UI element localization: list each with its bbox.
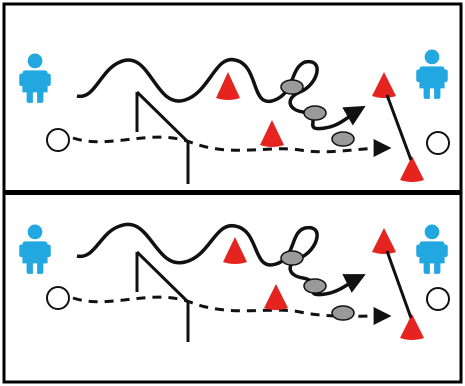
dashed-run-path — [72, 295, 392, 326]
cone-icon — [372, 72, 396, 98]
disc-marker-icon — [280, 79, 304, 95]
disc-marker-icon — [280, 250, 304, 266]
cone-icon — [400, 314, 424, 340]
ball-icon — [426, 287, 450, 311]
ball-icon — [46, 128, 70, 152]
cone-icon — [400, 156, 424, 182]
ball-icon — [46, 286, 70, 310]
hurdle-icon — [135, 90, 190, 184]
disc-marker-icon — [331, 305, 355, 321]
disc-marker-icon — [303, 278, 327, 294]
disc-marker-icon — [303, 105, 327, 121]
panel-bottom — [19, 222, 450, 342]
disc-marker-icon — [331, 131, 355, 147]
cone-icon — [264, 284, 288, 310]
cone-link-line — [385, 94, 413, 161]
panel-top — [19, 49, 450, 184]
cone-icon — [372, 228, 396, 254]
dashed-run-path — [72, 135, 392, 158]
ball-icon — [426, 131, 450, 155]
cone-icon — [216, 72, 240, 100]
panel-divider — [4, 190, 461, 195]
cone-icon — [223, 237, 247, 264]
hurdle-icon — [135, 250, 190, 342]
cone-icon — [260, 120, 284, 147]
cone-link-line — [385, 250, 413, 319]
